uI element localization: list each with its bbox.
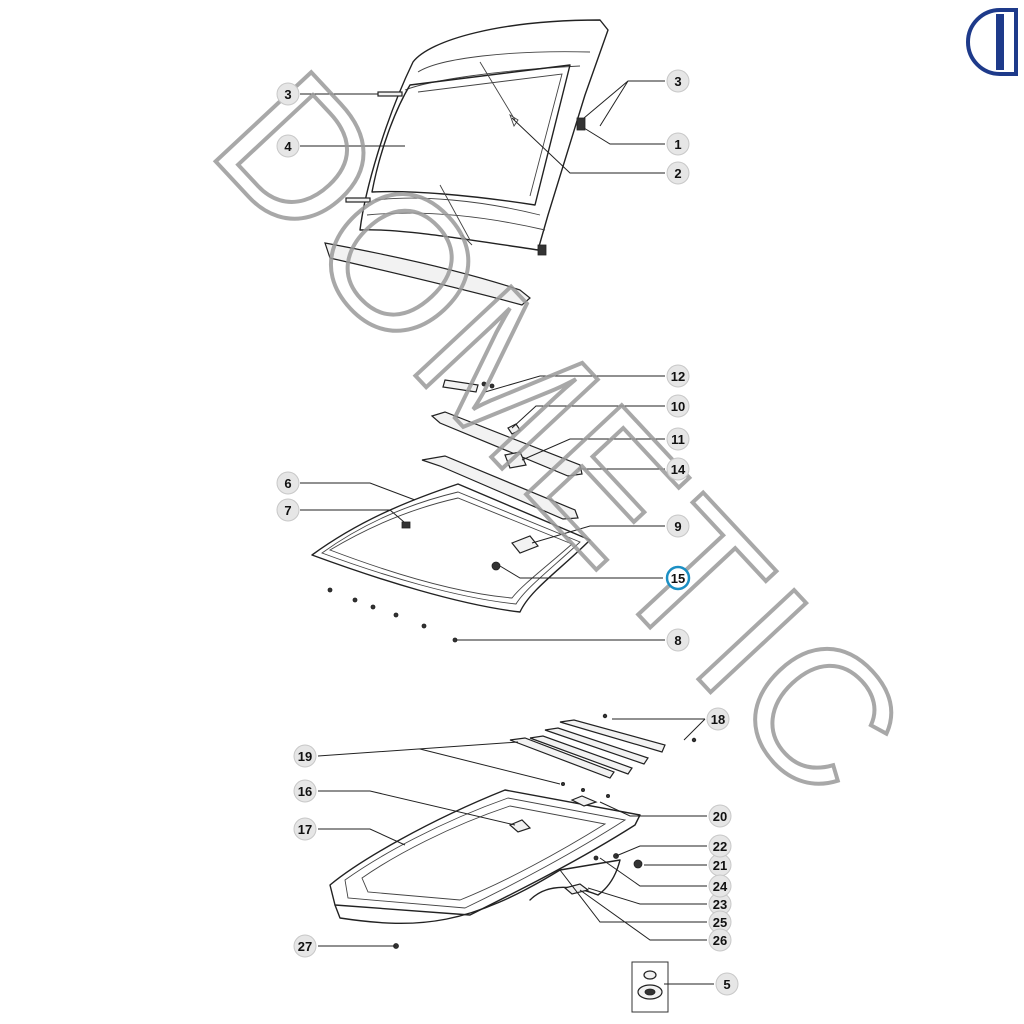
callout-circle xyxy=(276,498,300,522)
callout-circle xyxy=(708,804,732,828)
callout-number: 20 xyxy=(713,809,727,824)
callout-17: 17 xyxy=(293,817,317,841)
callout-number: 7 xyxy=(284,503,291,518)
inner-frame-assembly xyxy=(311,483,591,643)
callout-number: 24 xyxy=(713,879,728,894)
callout-6: 6 xyxy=(276,471,300,495)
callout-circle xyxy=(666,394,690,418)
callout-10: 10 xyxy=(666,394,690,418)
callout-number: 27 xyxy=(298,939,312,954)
callout-circle xyxy=(666,427,690,451)
rail-assembly xyxy=(421,379,583,520)
callout-circle xyxy=(715,972,739,996)
callout-number: 18 xyxy=(711,712,725,727)
callout-number: 5 xyxy=(723,977,730,992)
callout-number: 4 xyxy=(284,139,292,154)
callout-11: 11 xyxy=(666,427,690,451)
callout-12: 12 xyxy=(666,364,690,388)
callout-18: 18 xyxy=(706,707,730,731)
callout-circle xyxy=(293,817,317,841)
callout-number: 1 xyxy=(674,137,681,152)
callout-circle xyxy=(666,628,690,652)
callout-5: 5 xyxy=(715,972,739,996)
callout-circle xyxy=(293,744,317,768)
callout-circle xyxy=(666,69,690,93)
callout-2: 2 xyxy=(666,161,690,185)
callout-7: 7 xyxy=(276,498,300,522)
callout-19: 19 xyxy=(293,744,317,768)
callout-number: 22 xyxy=(713,839,727,854)
callout-circle xyxy=(666,161,690,185)
callout-4: 4 xyxy=(276,134,300,158)
callout-21: 21 xyxy=(708,853,732,877)
callout-number: 19 xyxy=(298,749,312,764)
callout-14: 14 xyxy=(666,457,690,481)
callout-circle xyxy=(708,874,732,898)
callout-number: 25 xyxy=(713,915,727,930)
callout-number: 21 xyxy=(713,858,727,873)
callout-circle xyxy=(293,779,317,803)
outer-dome-assembly xyxy=(345,19,609,256)
callout-number: 12 xyxy=(671,369,685,384)
callout-9: 9 xyxy=(666,514,690,538)
callout-15: 15 xyxy=(665,565,691,591)
callout-number: 14 xyxy=(671,462,686,477)
callout-number: 15 xyxy=(671,571,685,586)
callout-3b: 3 xyxy=(666,69,690,93)
callout-circle xyxy=(276,82,300,106)
callout-circle xyxy=(276,134,300,158)
callout-number: 23 xyxy=(713,897,727,912)
callout-layer: 1233456789101112141516171819202122232425… xyxy=(276,69,739,996)
callout-3a: 3 xyxy=(276,82,300,106)
callout-number: 3 xyxy=(284,87,291,102)
callout-20: 20 xyxy=(708,804,732,828)
base-frame-assembly xyxy=(329,789,643,949)
callout-number: 16 xyxy=(298,784,312,799)
callout-number: 6 xyxy=(284,476,291,491)
dometic-logo-icon xyxy=(966,8,1018,76)
callout-26: 26 xyxy=(708,928,732,952)
callout-number: 9 xyxy=(674,519,681,534)
leader-lines xyxy=(300,80,714,985)
callout-circle xyxy=(708,928,732,952)
deflector-strip xyxy=(324,242,531,306)
callout-circle xyxy=(665,565,691,591)
callout-circle xyxy=(276,471,300,495)
callout-number: 8 xyxy=(674,633,681,648)
callout-16: 16 xyxy=(293,779,317,803)
slat-assembly xyxy=(509,713,697,799)
callout-8: 8 xyxy=(666,628,690,652)
callout-number: 2 xyxy=(674,166,681,181)
callout-25: 25 xyxy=(708,910,732,934)
callout-circle xyxy=(706,707,730,731)
callout-22: 22 xyxy=(708,834,732,858)
callout-number: 3 xyxy=(674,74,681,89)
callout-circle xyxy=(666,514,690,538)
callout-number: 17 xyxy=(298,822,312,837)
callout-circle xyxy=(708,834,732,858)
callout-circle xyxy=(666,457,690,481)
callout-circle xyxy=(666,132,690,156)
callout-circle xyxy=(293,934,317,958)
callout-number: 10 xyxy=(671,399,685,414)
callout-27: 27 xyxy=(293,934,317,958)
callout-number: 11 xyxy=(671,432,685,447)
fastener-kit-inset xyxy=(631,961,669,1013)
callout-23: 23 xyxy=(708,892,732,916)
callout-1: 1 xyxy=(666,132,690,156)
callout-24: 24 xyxy=(708,874,732,898)
callout-circle xyxy=(666,364,690,388)
callout-number: 26 xyxy=(713,933,727,948)
